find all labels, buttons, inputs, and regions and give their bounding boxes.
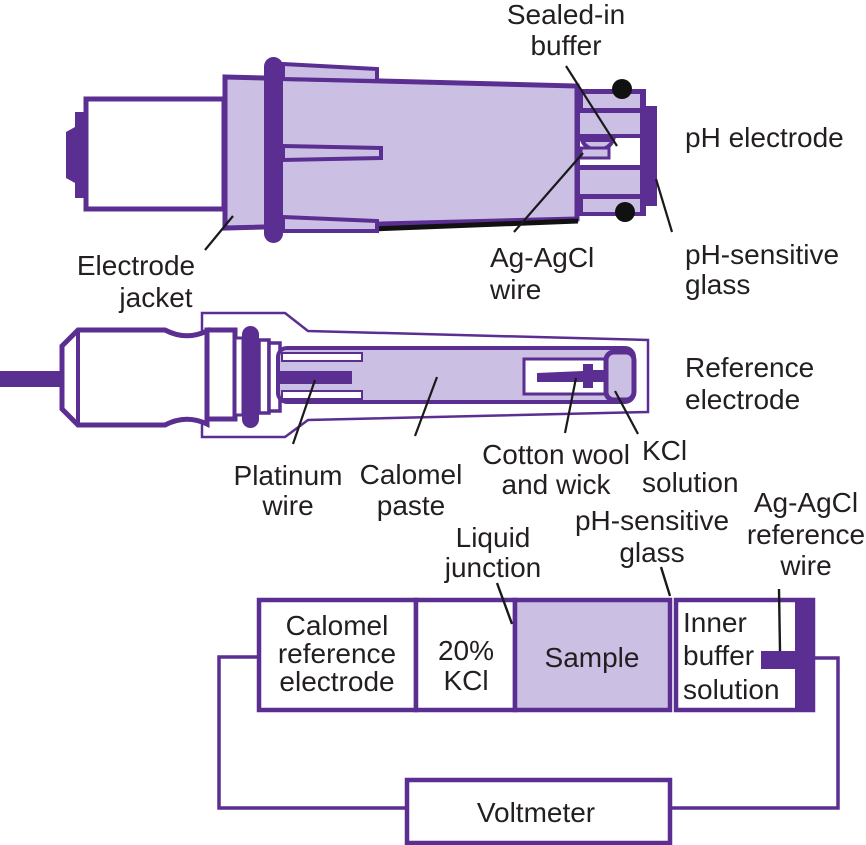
label-cotton-wool: Cotton wool <box>482 439 630 470</box>
o-ring-dot-bottom <box>615 202 635 222</box>
leader-sealed-in-buffer <box>565 65 618 147</box>
leader-ph-sensitive-glass-2 <box>659 566 672 597</box>
body-bar <box>204 327 238 422</box>
jacket-shading-line <box>371 218 579 232</box>
label-sealed-in-buffer: Sealed-in <box>507 0 625 30</box>
calomel-reference-box <box>256 597 419 713</box>
label-liquid-junction: Liquid <box>456 522 531 553</box>
label-agagcl-wire: Ag-AgCl <box>490 242 594 273</box>
ph-electrode-diagram: Sealed-in buffer pH electrode Electrode … <box>66 0 844 313</box>
label-platinum-wire: Platinum <box>234 460 343 491</box>
label-ph-sensitive-glass-2: pH-sensitive <box>575 505 729 536</box>
reference-electrode-diagram: Reference electrode Platinum wire Calome… <box>0 311 814 521</box>
sample-box <box>512 597 673 713</box>
buffer-band <box>580 170 640 194</box>
label-agagcl-reference-wire: reference <box>747 519 865 550</box>
leader-electrode-jacket <box>204 215 234 251</box>
reference-body <box>59 327 210 428</box>
leader-liquid-junction <box>495 582 514 625</box>
label-ph-electrode: pH electrode <box>685 122 844 153</box>
label-ph-sensitive-glass-2: glass <box>619 537 684 568</box>
calomel-box-label: electrode <box>279 666 394 697</box>
label-reference-electrode: Reference <box>685 352 814 383</box>
label-cotton-wool: and wick <box>502 469 612 500</box>
inner-tube-wall <box>281 390 363 400</box>
label-kcl-solution: KCl <box>642 435 687 466</box>
leader-calomel-paste <box>413 376 439 437</box>
sample-box-label: Sample <box>545 642 640 673</box>
kcl-box <box>413 597 518 713</box>
platinum-wire-bar <box>280 371 352 384</box>
kcl-box-label: 20% <box>438 635 494 666</box>
label-calomel-paste: Calomel <box>360 459 463 490</box>
label-reference-electrode: electrode <box>685 384 800 415</box>
jacket-prong-middle <box>281 143 383 163</box>
leader-cotton-wool <box>563 377 578 434</box>
buffer-band <box>580 113 640 134</box>
reference-cable <box>0 371 64 387</box>
o-ring-dot-top <box>612 79 632 99</box>
reference-wire-bar <box>795 602 811 708</box>
label-platinum-wire: wire <box>261 490 313 521</box>
inner-buffer-box-label: solution <box>683 674 780 705</box>
leader-agagcl-wire <box>513 152 584 233</box>
leader-kcl-solution <box>614 390 639 435</box>
calomel-box-label: reference <box>278 638 396 669</box>
leader-ph-sensitive-glass <box>654 178 674 233</box>
inner-electrode-tip <box>644 106 657 206</box>
wick-shape <box>537 364 617 388</box>
wire-left <box>217 655 407 810</box>
calomel-box-label: Calomel <box>286 610 389 641</box>
label-calomel-paste: paste <box>377 490 446 521</box>
body-bar <box>233 336 245 417</box>
inner-buffer-box-label: Inner <box>683 607 747 638</box>
wire-right <box>670 656 840 810</box>
label-ph-sensitive-glass: glass <box>685 269 750 300</box>
agagcl-wire-base <box>579 146 611 160</box>
jacket-prong-bottom <box>281 214 379 233</box>
jacket-prong-top <box>281 61 379 84</box>
reference-wire-stub <box>761 651 797 669</box>
label-electrode-jacket: Electrode <box>77 250 195 281</box>
label-ph-sensitive-glass: pH-sensitive <box>685 239 839 270</box>
voltmeter-box <box>404 777 673 845</box>
measurement-schematic: Liquid junction pH-sensitive glass Ag-Ag… <box>217 487 865 845</box>
connector-plug <box>66 112 87 198</box>
connector-body <box>83 96 227 212</box>
label-sealed-in-buffer: buffer <box>530 30 601 61</box>
inner-tube-wall <box>281 352 363 362</box>
jacket-collar <box>264 57 283 243</box>
label-agagcl-reference-wire: wire <box>779 550 831 581</box>
label-electrode-jacket: jacket <box>118 282 192 313</box>
kcl-solution-tip <box>603 349 637 403</box>
label-agagcl-wire: wire <box>489 274 541 305</box>
kcl-box-label: KCl <box>443 665 488 696</box>
leader-platinum-wire <box>291 379 317 445</box>
label-agagcl-reference-wire: Ag-AgCl <box>754 487 858 518</box>
o-ring-capsule <box>242 326 259 428</box>
label-liquid-junction: junction <box>444 552 542 583</box>
inner-buffer-box-label: buffer <box>683 640 754 671</box>
label-kcl-solution: solution <box>642 467 739 498</box>
voltmeter-box-label: Voltmeter <box>477 797 595 828</box>
leader-agagcl-reference-wire <box>777 588 782 652</box>
